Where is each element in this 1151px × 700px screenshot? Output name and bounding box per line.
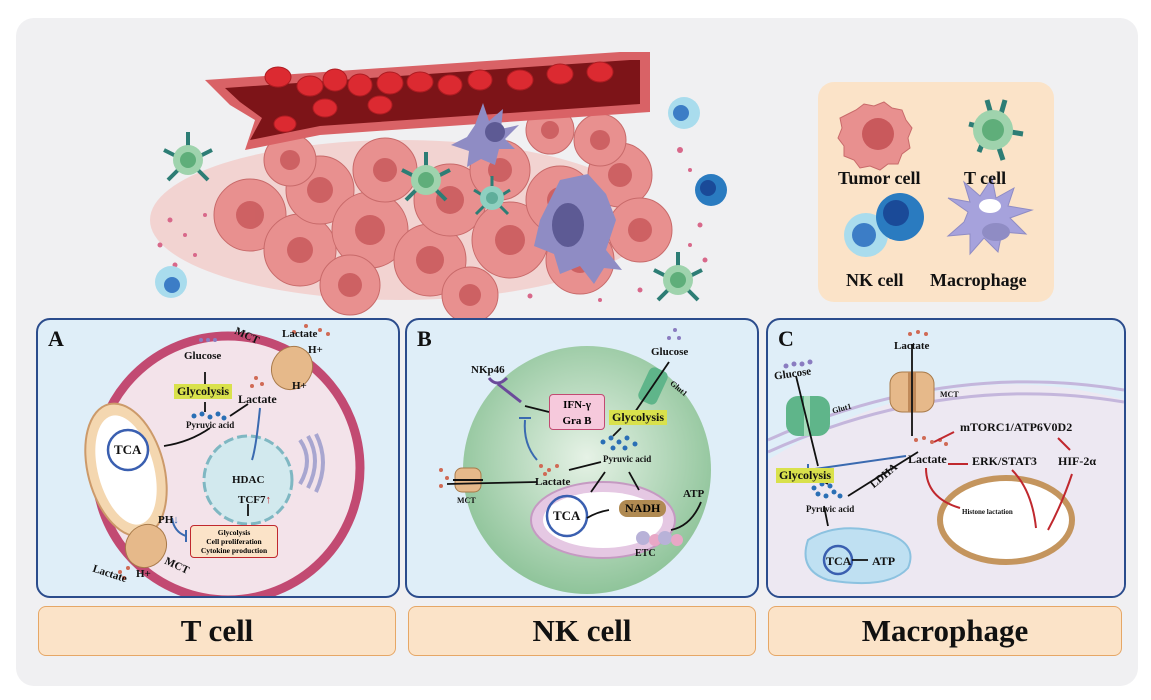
erk-stat3-label: ERK/STAT3 bbox=[972, 454, 1037, 468]
glucose-label-a: Glucose bbox=[184, 350, 222, 362]
mtorc1-label: mTORC1/ATP6V0D2 bbox=[960, 420, 1073, 434]
mct-label-c: MCT bbox=[940, 390, 959, 399]
mct-transporter-top bbox=[270, 345, 314, 391]
mct-transporter-bottom bbox=[124, 523, 168, 569]
caption-t-cell: T cell bbox=[38, 606, 396, 656]
nk-cell-icon bbox=[844, 193, 924, 257]
t-cell-scene bbox=[163, 132, 703, 302]
tumor-mass bbox=[150, 105, 708, 320]
legend-label-nk-cell: NK cell bbox=[846, 270, 904, 290]
histone-lactation-label: Histone lactation bbox=[962, 508, 1013, 516]
mct-label-b: MCT bbox=[457, 496, 476, 505]
caption-macrophage: Macrophage bbox=[768, 606, 1122, 656]
tcf7-label: TCF7↑ bbox=[238, 494, 271, 506]
panel-c-macrophage: C Lactate Glucose Glut1 MCT mTORC1/ATP6V… bbox=[766, 318, 1126, 598]
tca-label-b: TCA bbox=[553, 508, 581, 523]
etc-label: ETC bbox=[635, 548, 656, 559]
h-plus-top-in: H+ bbox=[292, 380, 307, 392]
panel-b-diagram bbox=[439, 328, 711, 594]
glut1-transporter-c bbox=[786, 396, 830, 436]
mitochondrion-a bbox=[84, 402, 168, 538]
h-plus-bottom: H+ bbox=[136, 568, 151, 580]
panel-b-nk-cell: B Glucose Glut1 NKp46 IFN-γ Gra B Glycol… bbox=[405, 318, 759, 598]
tca-label-c: TCA bbox=[826, 554, 852, 568]
panel-a-t-cell: A Glucose Glycolysis Lactate Pyruvic aci… bbox=[36, 318, 400, 598]
nucleus-a bbox=[202, 434, 294, 526]
lactate-label-b: Lactate bbox=[535, 476, 571, 488]
legend-label-t-cell: T cell bbox=[964, 168, 1007, 188]
panel-letter-a: A bbox=[48, 326, 64, 351]
golgi-a bbox=[298, 433, 325, 493]
glycolysis-label-c: Glycolysis bbox=[776, 468, 835, 483]
panel-letter-c: C bbox=[778, 326, 794, 351]
glycolysis-label-a: Glycolysis bbox=[174, 384, 233, 399]
lactate-label-c: Lactate bbox=[908, 452, 947, 466]
effect-item: Cell proliferation bbox=[206, 537, 262, 546]
macrophage-scene-1 bbox=[451, 103, 519, 167]
legend-label-tumor-cell: Tumor cell bbox=[838, 168, 921, 188]
nucleus-c bbox=[937, 475, 1075, 565]
panel-c-diagram bbox=[768, 330, 1124, 596]
macrophage-icon bbox=[946, 176, 1034, 256]
tumor-cell-icon bbox=[837, 101, 913, 171]
lactate-top-label-a: Lactate bbox=[282, 328, 318, 340]
ph-label: PH↓ bbox=[158, 514, 179, 526]
nk-cell-scene bbox=[155, 97, 727, 298]
lactate-top-label-c: Lactate bbox=[894, 340, 930, 352]
ifn-gamma-label: IFN-γ bbox=[563, 399, 591, 411]
effect-item: Cytokine production bbox=[200, 546, 268, 555]
caption-nk-cell: NK cell bbox=[408, 606, 756, 656]
h-plus-top-out: H+ bbox=[308, 344, 323, 356]
atp-label-c: ATP bbox=[872, 554, 896, 568]
panel-letter-b: B bbox=[417, 326, 432, 351]
mitochondrion-c bbox=[804, 527, 912, 585]
glycolysis-label-b: Glycolysis bbox=[609, 410, 668, 425]
etc-complex bbox=[636, 531, 683, 546]
hdac-label: HDAC bbox=[232, 474, 265, 486]
legend-label-macrophage: Macrophage bbox=[930, 270, 1027, 290]
cell-legend: Tumor cell T cell NK cell Macrophage bbox=[818, 82, 1054, 302]
t-cell-icon bbox=[968, 99, 1024, 161]
effect-item: Glycolysis bbox=[217, 528, 251, 537]
nadh-label: NADH bbox=[619, 500, 667, 517]
lactate-label-a: Lactate bbox=[238, 392, 277, 406]
tca-label-a: TCA bbox=[114, 442, 142, 457]
hif-2a-label: HIF-2α bbox=[1058, 454, 1097, 468]
blood-vessel bbox=[205, 52, 650, 150]
effects-box-a: Glycolysis Cell proliferation Cytokine p… bbox=[190, 525, 278, 558]
tumor-microenvironment-illustration bbox=[150, 52, 727, 320]
nkp46-receptor bbox=[487, 376, 522, 404]
nkp46-label: NKp46 bbox=[471, 364, 505, 376]
pyruvic-acid-label-a: Pyruvic acid bbox=[186, 420, 235, 430]
macrophage-scene-2 bbox=[534, 174, 622, 284]
ifn-grab-box: IFN-γ Gra B bbox=[549, 394, 605, 430]
pyruvic-acid-label-b: Pyruvic acid bbox=[603, 454, 652, 464]
pyruvic-acid-label-c: Pyruvic acid bbox=[806, 504, 855, 514]
legend-icons bbox=[837, 99, 1034, 257]
atp-label-b: ATP bbox=[683, 488, 705, 500]
glucose-label-b: Glucose bbox=[651, 346, 689, 358]
mct-transporter-b bbox=[453, 467, 483, 493]
panel-a-diagram bbox=[84, 324, 365, 596]
granzyme-b-label: Gra B bbox=[562, 415, 592, 427]
